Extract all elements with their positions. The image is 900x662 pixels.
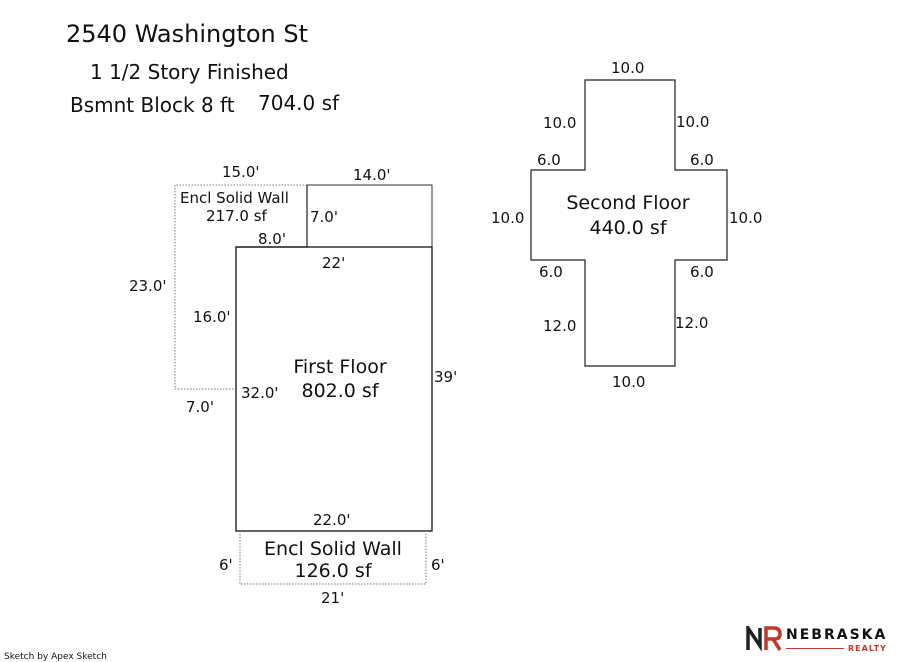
encl-wall-bottom-outline — [239, 531, 427, 585]
first-floor-name: First Floor — [293, 356, 387, 378]
encl-top-dim-bottom: 7.0' — [186, 398, 214, 416]
second-floor-dim-bottom: 10.0 — [612, 373, 646, 391]
second-floor-outline — [530, 79, 728, 367]
property-address: 2540 Washington St — [66, 20, 309, 48]
brand-divider — [786, 648, 844, 649]
encl-top-area: 217.0 sf — [206, 207, 267, 225]
second-floor-dim-lower-right: 12.0 — [675, 314, 709, 332]
second-floor-dim-lower-left: 12.0 — [543, 317, 577, 335]
encl-top-dim-inner-right: 7.0' — [310, 208, 338, 226]
story-type: 1 1/2 Story Finished — [90, 60, 289, 84]
first-floor-area: 802.0 sf — [301, 380, 379, 402]
basement-area: 704.0 sf — [258, 91, 340, 115]
encl-top-dim-inner-bottom: 8.0' — [258, 230, 286, 248]
first-floor-outline — [235, 246, 433, 532]
second-floor-name: Second Floor — [566, 192, 690, 214]
encl-bottom-name: Encl Solid Wall — [264, 538, 402, 560]
brand-logo: NEBRASKA REALTY — [746, 625, 891, 655]
basement-label: Bsmnt Block 8 ft — [70, 93, 235, 117]
first-floor-dim-left-upper: 16.0' — [193, 308, 231, 326]
nr-logo-icon — [746, 626, 782, 652]
first-floor-dim-left-lower: 32.0' — [241, 384, 279, 402]
sketch-credit: Sketch by Apex Sketch — [4, 652, 107, 662]
encl-bottom-area: 126.0 sf — [294, 560, 372, 582]
encl-top-dim-top-right: 14.0' — [353, 166, 391, 184]
second-floor-dim-shoulder-left-top: 6.0 — [537, 151, 561, 169]
second-floor-dim-mid-right: 10.0 — [729, 209, 763, 227]
brand-sub: REALTY — [848, 644, 887, 653]
second-floor-dim-mid-left: 10.0 — [491, 209, 525, 227]
encl-bottom-dim-left: 6' — [219, 556, 233, 574]
second-floor-dim-shoulder-left-bottom: 6.0 — [539, 263, 563, 281]
second-floor-dim-shoulder-right-top: 6.0 — [690, 151, 714, 169]
encl-bottom-dim-right: 6' — [431, 556, 445, 574]
encl-top-name: Encl Solid Wall — [180, 189, 289, 207]
second-floor-dim-upper-left: 10.0 — [543, 114, 577, 132]
second-floor-dim-top: 10.0 — [611, 59, 645, 77]
encl-wall-top-outline — [174, 184, 307, 390]
encl-top-dim-top: 15.0' — [222, 163, 260, 181]
first-floor-dim-bottom: 22.0' — [313, 511, 351, 529]
first-floor-dim-top: 22' — [322, 254, 346, 272]
second-floor-dim-shoulder-right-bottom: 6.0 — [690, 263, 714, 281]
second-floor-dim-upper-right: 10.0 — [676, 113, 710, 131]
encl-wall-top-right-outline — [307, 184, 433, 247]
second-floor-area: 440.0 sf — [589, 217, 667, 239]
encl-top-dim-left: 23.0' — [129, 277, 167, 295]
encl-bottom-dim-bottom: 21' — [321, 589, 345, 607]
brand-name: NEBRASKA — [786, 627, 888, 643]
first-floor-dim-right: 39' — [434, 368, 458, 386]
